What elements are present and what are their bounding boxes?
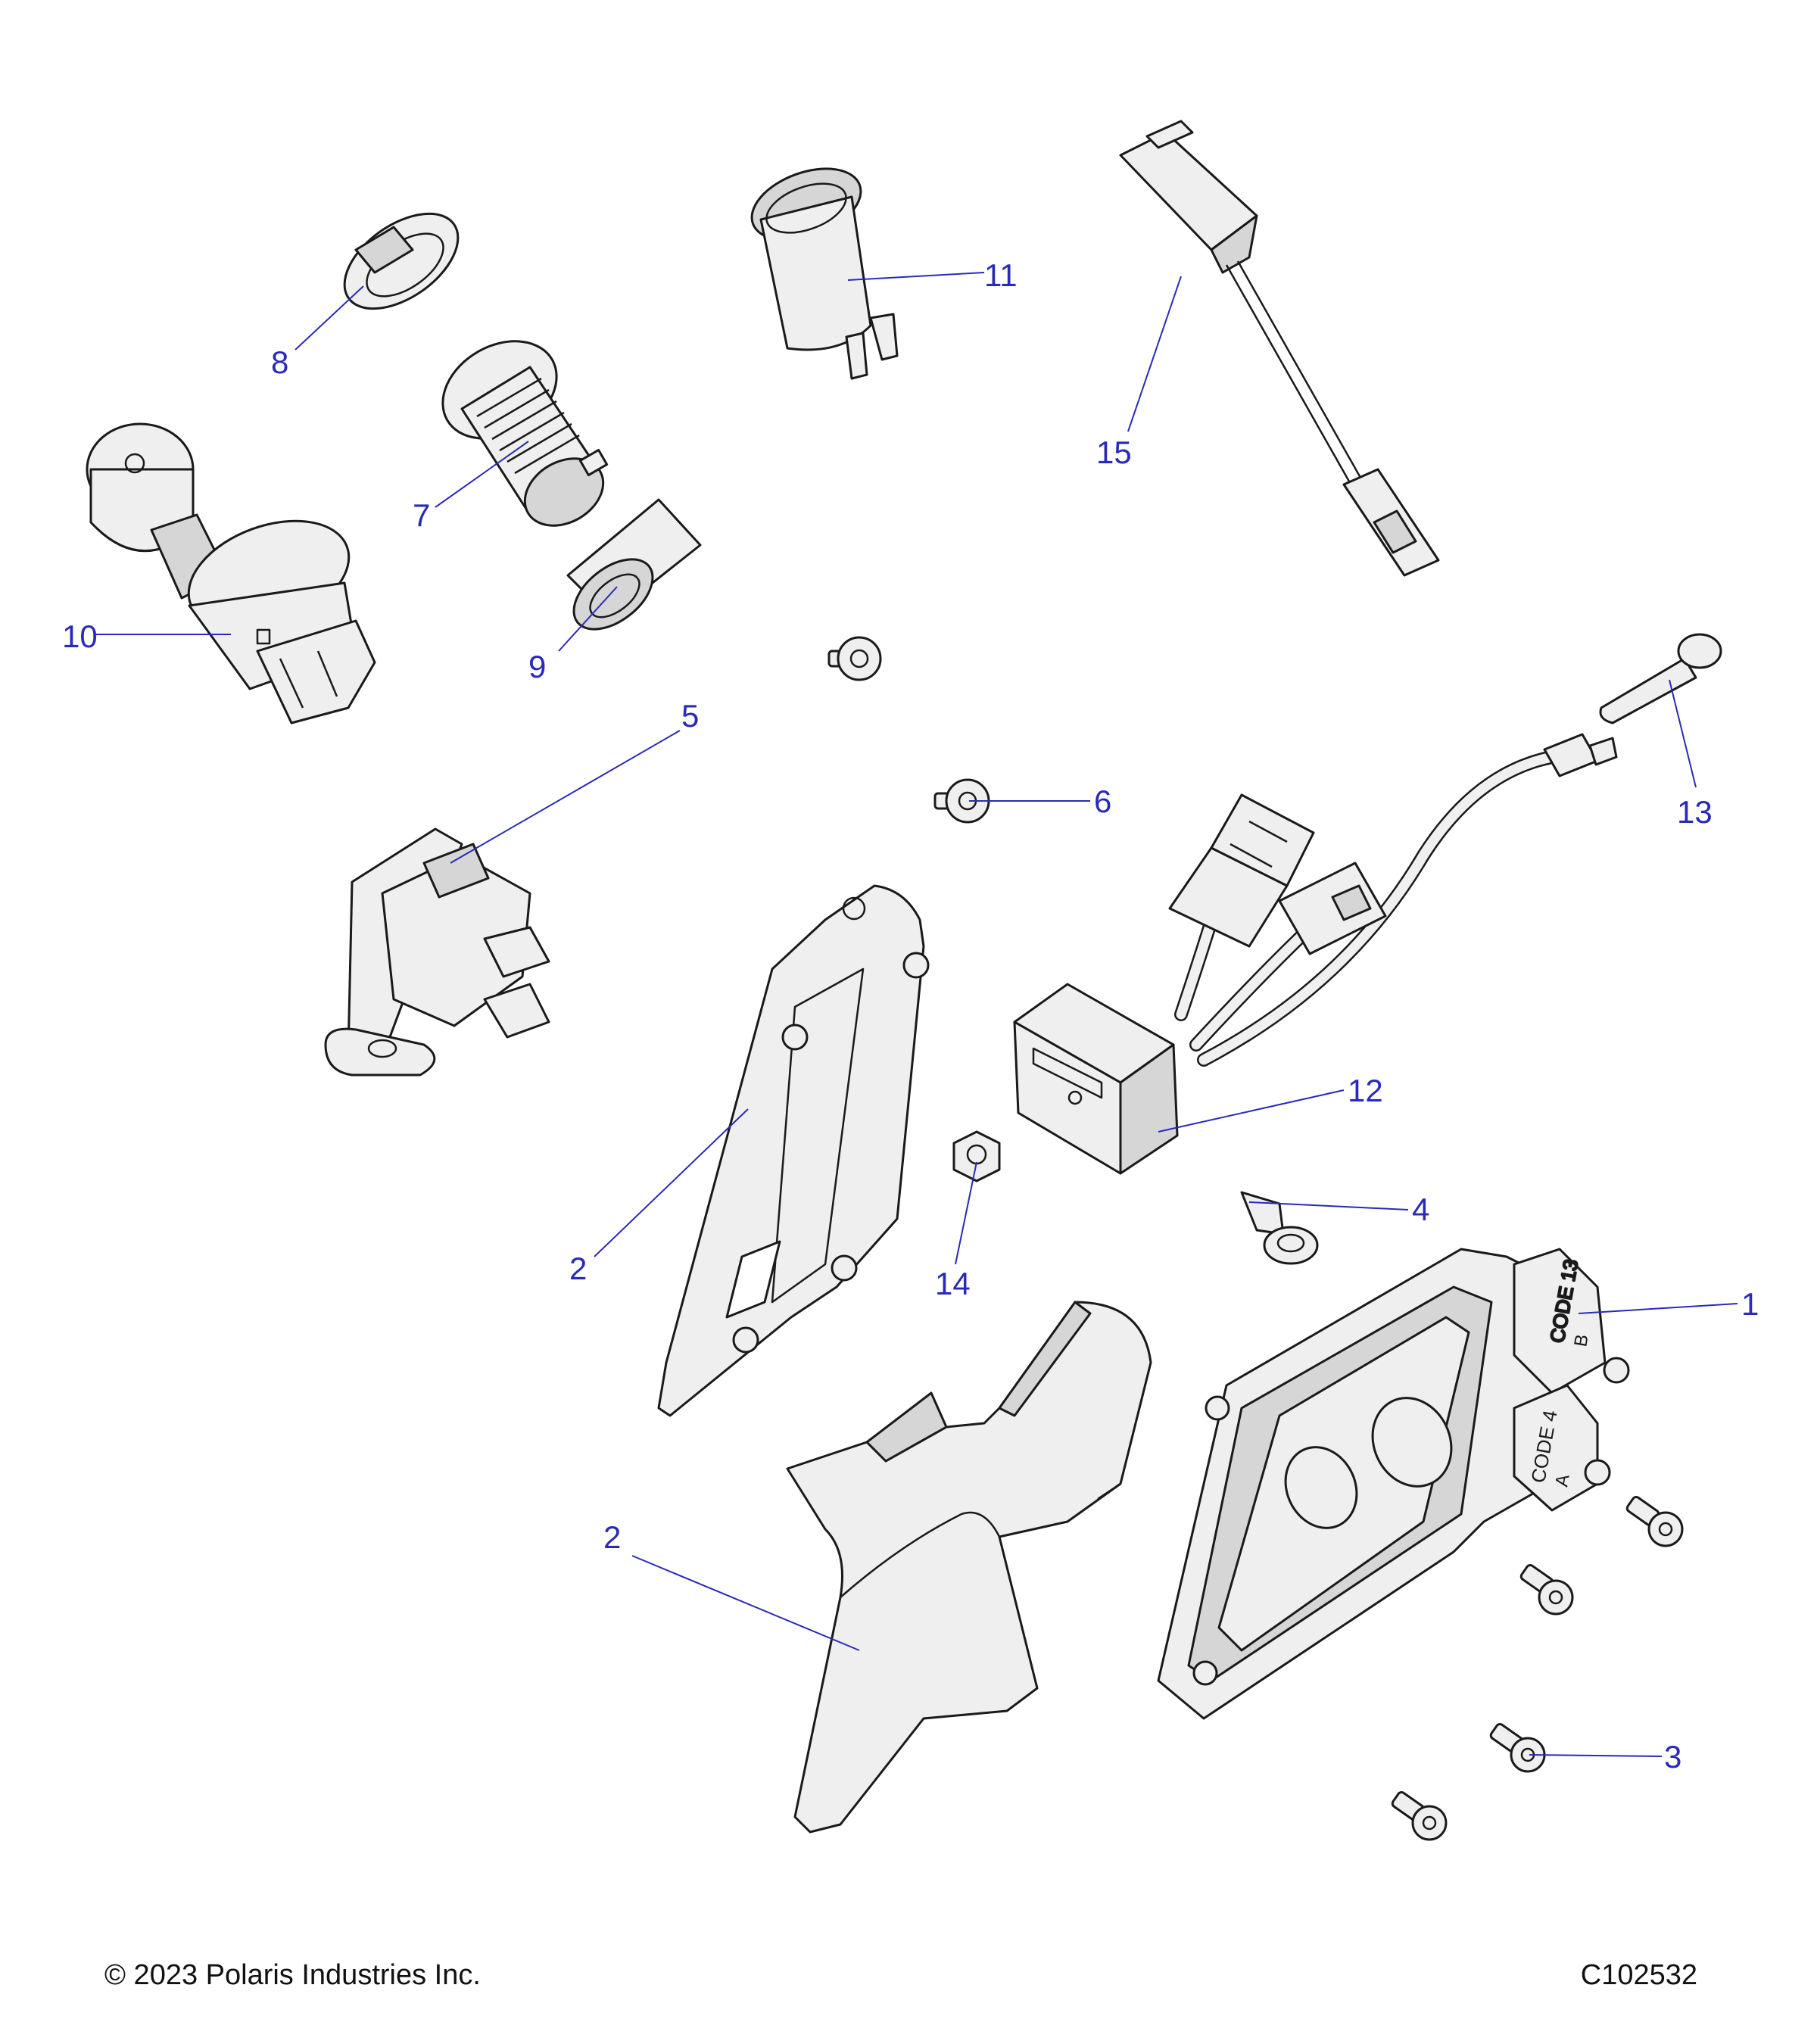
part-3-screw-d [1391,1790,1448,1841]
part-7-threaded-socket [441,340,609,527]
callout-6: 6 [1094,784,1111,819]
callout-9: 9 [528,649,546,684]
part-14-nut [952,1130,1001,1182]
leader-8 [295,285,364,351]
leader-7 [435,441,529,508]
part-6-screw-upper [827,636,882,681]
module-label-b: B [1570,1333,1592,1348]
callout-8: 8 [271,344,288,380]
leader-3 [1529,1754,1663,1757]
part-11-accessory-socket [750,167,899,380]
callout-15: 15 [1096,435,1132,470]
part-8-lock-ring [343,212,460,310]
callout-4: 4 [1412,1192,1429,1227]
callout-2-lower: 2 [603,1519,621,1555]
leader-14 [955,1161,977,1265]
leader-1 [1578,1303,1738,1314]
part-9-socket-nut [566,498,702,631]
part-13-bolt [1599,633,1722,724]
part-1-ecu-module: CODE 13 B CODE 4 A [1157,1248,1630,1720]
callout-3: 3 [1664,1739,1681,1774]
part-2-bracket [657,884,930,1417]
part-12-harness-module [1013,733,1618,1175]
part-3-screw-c [1489,1722,1546,1773]
callout-13: 13 [1677,794,1713,830]
leader-2-lower [631,1555,860,1651]
callouts: 1 2 2 3 4 5 6 7 8 9 10 11 12 13 14 15 [62,257,1759,1774]
leader-12 [1158,1089,1345,1133]
leader-15 [1127,276,1182,432]
part-15-sensor-harness [1119,120,1440,577]
copyright-notice: © 2023 Polaris Industries Inc. [104,1959,481,1991]
part-2-cover [786,1301,1152,1834]
leader-lines [95,272,1738,1757]
callout-11: 11 [984,257,1018,293]
leader-11 [847,272,985,281]
part-3-screw-b [1519,1563,1574,1616]
leader-5 [450,730,681,864]
callout-7: 7 [413,497,430,533]
leader-13 [1669,679,1697,788]
leader-9 [558,586,618,652]
drawing-id: C102532 [1580,1959,1697,1991]
callout-5: 5 [681,698,699,734]
callout-14: 14 [935,1266,971,1301]
leader-2-upper [594,1108,749,1257]
part-10-ignition-switch [86,422,376,724]
callout-10: 10 [62,618,98,654]
callout-2-upper: 2 [569,1251,587,1286]
part-5-relay [324,827,550,1077]
leader-4 [1248,1201,1409,1211]
callout-1: 1 [1741,1286,1759,1322]
part-3-screw-a [1625,1495,1684,1547]
module-label-a: A [1551,1473,1573,1488]
callout-12: 12 [1348,1073,1383,1108]
